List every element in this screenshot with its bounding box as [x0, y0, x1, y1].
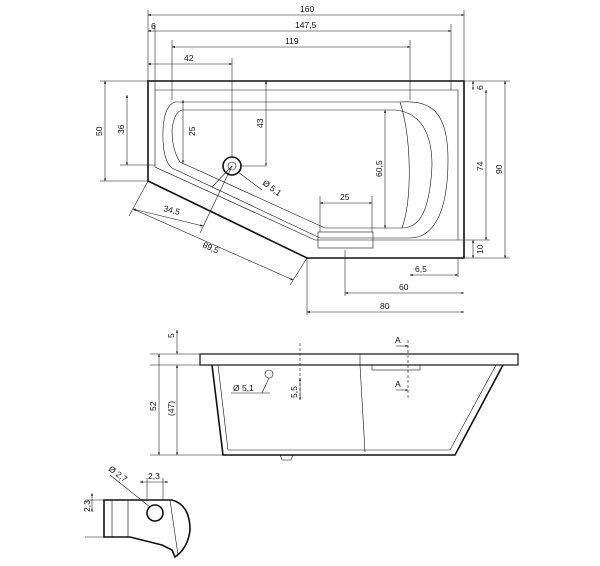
- dim-rim-5: 5: [166, 333, 176, 338]
- dim-drain-diameter: Ø 5,1: [261, 178, 284, 199]
- dim-25-apron: 25: [340, 192, 350, 202]
- side-view-body: [211, 364, 504, 456]
- top-view-headrest: [399, 101, 410, 229]
- dim-147-5: 147,5: [295, 20, 317, 30]
- dim-6-5: 6,5: [415, 264, 427, 274]
- section-detail-hole: [146, 504, 164, 522]
- side-view-apron: [371, 364, 421, 371]
- dim-60-5: 60,5: [374, 160, 384, 177]
- side-view: 5 52 (47) Ø 5,1 5,5 A A: [148, 330, 519, 461]
- dim-60: 60: [399, 282, 409, 292]
- dim-90: 90: [494, 164, 504, 174]
- dim-25-left: 25: [187, 126, 197, 136]
- dim-74: 74: [475, 161, 485, 171]
- section-detail-profile: [103, 499, 191, 559]
- dim-42: 42: [184, 53, 194, 63]
- dim-detail-dia: Ø 2,7: [107, 464, 130, 485]
- top-view-rim-outline: [147, 80, 465, 259]
- dim-89-5: 89,5: [201, 240, 220, 256]
- dim-6-right: 6: [475, 85, 485, 90]
- section-a-bottom-label: A: [395, 379, 401, 389]
- dim-overall-width: 160: [300, 4, 314, 14]
- dim-detail-2-3-left: 2,3: [82, 500, 92, 512]
- dim-5-5: 5,5: [289, 386, 299, 398]
- dim-height-47: (47): [166, 401, 176, 416]
- dim-119: 119: [285, 36, 299, 46]
- dim-80: 80: [380, 301, 390, 311]
- top-view-rim-inner: [154, 89, 459, 241]
- dim-detail-2-3-top: 2,3: [148, 471, 160, 481]
- top-view: 160 147,5 6 119 42 50 36 25 43 Ø 5,1 34,…: [94, 4, 510, 315]
- dim-43: 43: [255, 118, 265, 128]
- drain-inner-circle: [227, 161, 237, 171]
- dim-34-5: 34,5: [163, 203, 182, 217]
- drain-diagonal-leader: [211, 165, 233, 188]
- top-view-basin: [162, 101, 449, 239]
- side-view-rim: [199, 353, 519, 366]
- section-detail: Ø 2,7 2,3 2,3: [82, 464, 191, 559]
- dim-6-left: 6: [151, 21, 156, 31]
- dim-side-drain-dia: Ø 5,1: [233, 383, 254, 393]
- dim-10: 10: [475, 244, 485, 254]
- section-a-top-label: A: [395, 335, 401, 345]
- side-view-body-inner: [217, 364, 497, 451]
- top-view-apron-panel: [317, 231, 374, 249]
- dim-height-52: 52: [148, 401, 158, 411]
- dim-50: 50: [94, 126, 104, 136]
- side-view-overflow: [264, 369, 274, 379]
- dim-36: 36: [116, 124, 126, 134]
